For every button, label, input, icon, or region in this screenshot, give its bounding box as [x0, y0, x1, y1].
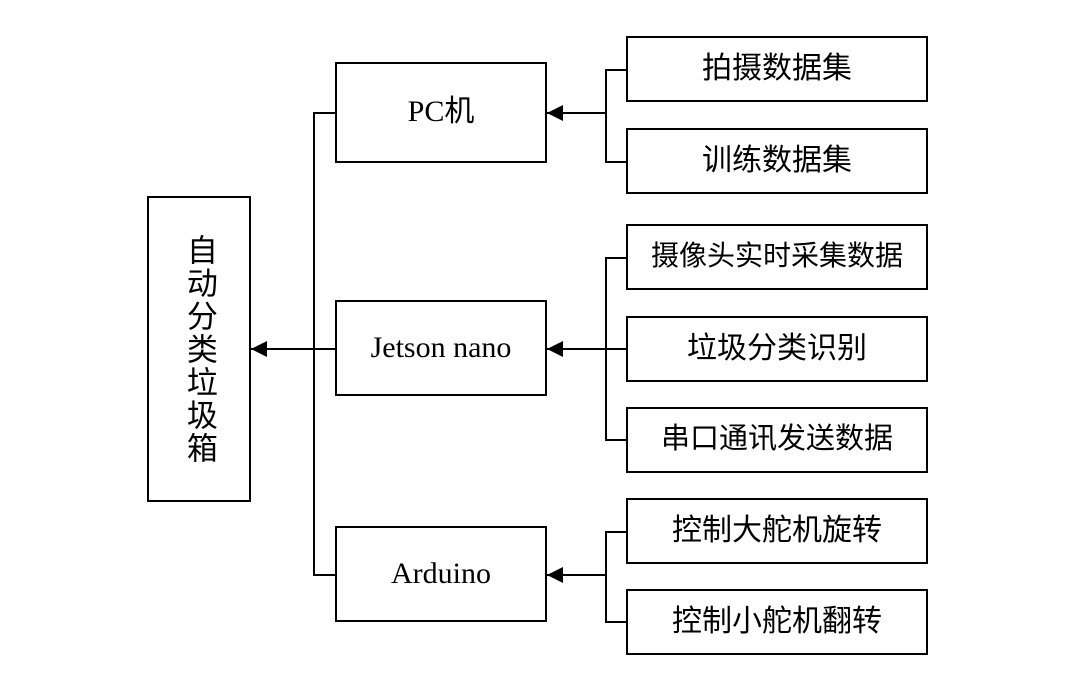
node-leaf-pc-1: 拍摄数据集 — [626, 36, 928, 102]
node-stage-pc: PC机 — [335, 62, 547, 163]
edge-root-horizontal — [251, 348, 315, 350]
node-leaf-pc-2-label: 训练数据集 — [702, 143, 852, 177]
node-stage-jetson-label: Jetson nano — [370, 330, 512, 364]
edge-arduino-child-2 — [605, 621, 627, 623]
edge-pc-child-1 — [605, 69, 627, 71]
node-stage-arduino: Arduino — [335, 526, 547, 622]
arrowhead-jetson — [547, 341, 563, 357]
edge-jetson-child-1 — [605, 257, 627, 259]
arrowhead-root — [251, 341, 267, 357]
arrowhead-arduino — [547, 567, 563, 583]
node-stage-arduino-label: Arduino — [391, 556, 491, 590]
edge-jetson-child-2 — [605, 348, 627, 350]
node-leaf-arduino-2: 控制小舵机翻转 — [626, 589, 928, 655]
node-leaf-pc-1-label: 拍摄数据集 — [702, 51, 852, 85]
arrowhead-pc — [547, 105, 563, 121]
edge-pc-child-2 — [605, 161, 627, 163]
edge-arduino-children-bus — [605, 531, 607, 623]
node-leaf-arduino-2-label: 控制小舵机翻转 — [672, 604, 882, 638]
node-leaf-jetson-2: 垃圾分类识别 — [626, 316, 928, 382]
node-leaf-arduino-1: 控制大舵机旋转 — [626, 498, 928, 564]
node-leaf-jetson-1-label: 摄像头实时采集数据 — [650, 240, 903, 272]
node-leaf-pc-2: 训练数据集 — [626, 128, 928, 194]
node-leaf-jetson-2-label: 垃圾分类识别 — [687, 331, 867, 365]
edge-trunk-to-jetson — [313, 348, 337, 350]
node-leaf-jetson-1: 摄像头实时采集数据 — [626, 224, 928, 290]
edge-pc-inbound — [547, 112, 607, 114]
edge-trunk-to-arduino — [313, 574, 337, 576]
edge-jetson-child-3 — [605, 439, 627, 441]
node-stage-jetson: Jetson nano — [335, 300, 547, 396]
node-root: 自动分类垃圾箱 — [147, 196, 251, 502]
node-leaf-jetson-3-label: 串口通讯发送数据 — [660, 423, 893, 456]
edge-arduino-child-1 — [605, 531, 627, 533]
edge-pc-children-bus — [605, 69, 607, 163]
edge-arduino-inbound — [547, 574, 607, 576]
edge-jetson-inbound — [547, 348, 607, 350]
node-root-label: 自动分类垃圾箱 — [181, 233, 217, 465]
edge-trunk-to-pc — [313, 112, 337, 114]
edge-trunk-vertical — [313, 112, 315, 575]
node-leaf-jetson-3: 串口通讯发送数据 — [626, 407, 928, 473]
node-leaf-arduino-1-label: 控制大舵机旋转 — [672, 513, 882, 547]
node-stage-pc-label: PC机 — [407, 95, 475, 129]
